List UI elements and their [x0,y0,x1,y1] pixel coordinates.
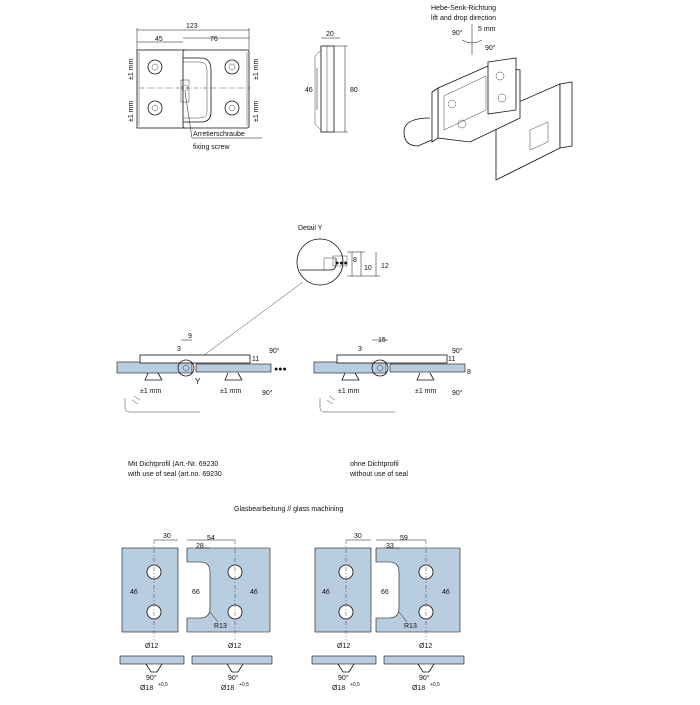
svg-text:●●●: ●●● [335,260,348,267]
tol-right-bottom: ±1 mm [253,100,260,122]
front-view: 123 45 76 ±1 mm ±1 mm ±1 mm ±1 mm Arreti… [128,23,262,151]
dim-30: 30 [354,533,362,540]
dim-15: 15 [378,337,386,344]
tol-2: ±1 mm [220,388,242,395]
angle-90-top: 90° [452,347,463,355]
glass-title: Glasbearbeitung // glass machining [234,506,343,513]
dim-46: 46 [305,87,313,94]
tol-1: ±1 mm [140,388,162,395]
hole [147,100,163,116]
dim-11: 11 [252,356,259,363]
radius-r13: R13 [214,623,227,630]
dim-8: 8 [467,369,471,376]
caption-seal-en: with use of seal (art.no. 69230 [127,471,222,478]
dim-46-right: 46 [250,589,258,596]
hole [147,59,163,75]
angle-90: 90° [338,674,349,682]
iso-title-de: Hebe-Senk-Richtung [431,5,496,12]
dim-45: 45 [155,36,163,43]
iso-title-en: lift and drop direction [431,15,496,22]
tol-sup: +0,5 [430,682,440,688]
dim-10: 10 [364,265,372,272]
tol-left-top: ±1 mm [128,58,135,80]
dim-46-left: 46 [130,589,138,596]
dim-20: 20 [326,31,334,38]
svg-text:●●●: ●●● [274,366,287,373]
tol-sup: +0,5 [239,682,249,688]
dim-30: 30 [163,533,171,540]
dim-33: 33 [386,543,394,550]
lift-5mm: 5 mm [478,26,496,33]
dim-3: 3 [358,346,362,353]
dim-46-right: 46 [442,589,450,596]
dia-18: Ø18 [412,685,425,692]
angle-90: 90° [228,674,239,682]
tol-left-bottom: ±1 mm [128,100,135,122]
caption-seal-de: Mit Dichtprofil (Art.-Nr. 69230 [128,461,218,468]
tol-2: ±1 mm [415,388,437,395]
dim-76: 76 [210,36,218,43]
dim-54: 54 [207,535,215,542]
detail-title: Detail Y [298,225,323,232]
dim-80: 80 [350,87,358,94]
glass-left: 30 54 28 46 66 46 R13 Ø12 Ø12 90° 90° Ø1… [119,533,273,692]
dia-12: Ø12 [419,643,432,650]
tol-right-top: ±1 mm [253,58,260,80]
dim-59: 59 [400,535,408,542]
tol-sup: +0,5 [350,682,360,688]
dim-12: 12 [381,263,389,270]
dia-18: Ø18 [221,685,234,692]
dia-18: Ø18 [332,685,345,692]
dia-12: Ø12 [337,643,350,650]
dia-12: Ø12 [228,643,241,650]
dim-8: 8 [353,257,357,264]
hole [224,100,240,116]
detail-y: Detail Y ●●● 8 10 12 [187,225,389,368]
dim-123: 123 [186,23,198,30]
angle-90-bottom: 90° [452,389,463,397]
section-right: 15 3 11 8 90° 90° ±1 mm ±1 mm ohne Dicht… [313,337,471,478]
dim-46-left: 46 [322,589,330,596]
screw-label-en: fixing screw [193,144,231,151]
dia-18: Ø18 [140,685,153,692]
caption-noseal-de: ohne Dichtprofil [350,461,399,468]
hole [224,59,240,75]
dim-9: 9 [188,333,192,340]
angle-90-a: 90° [452,29,463,37]
angle-90-b: 90° [485,44,496,52]
angle-90-top: 90° [269,347,280,355]
angle-90-bottom: 90° [262,389,273,397]
dia-12: Ø12 [145,643,158,650]
isometric-view: Hebe-Senk-Richtung lift and drop directi… [403,5,573,181]
section-left: 9 3 11 90° 90° ±1 mm ±1 mm Y ●●● Mit Dic… [116,333,287,478]
caption-noseal-en: without use of seal [349,471,408,478]
dim-66: 66 [381,589,389,596]
screw-label-de: Arretierschraube [193,131,245,138]
dim-28: 28 [196,543,204,550]
dim-11: 11 [448,356,455,363]
tol-sup: +0,5 [158,682,168,688]
detail-ref-y: Y [195,377,201,386]
dim-66: 66 [192,589,200,596]
tol-1: ±1 mm [338,388,360,395]
angle-90: 90° [419,674,430,682]
radius-r13: R13 [404,623,417,630]
glass-right: 30 59 33 46 66 46 R13 Ø12 Ø12 90° 90° Ø1… [311,533,465,692]
dim-3: 3 [177,346,181,353]
angle-90: 90° [146,674,157,682]
side-view: 20 46 80 [305,31,358,133]
